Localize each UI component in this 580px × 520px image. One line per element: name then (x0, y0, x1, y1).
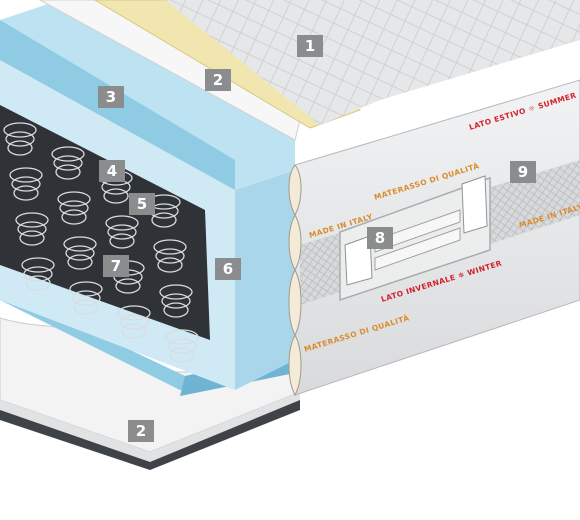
spring-coil (71, 290, 101, 306)
callout-8: 8 (367, 227, 393, 249)
spring-coil (121, 323, 147, 339)
spring-coil (165, 329, 199, 345)
spring-coil (57, 191, 91, 207)
spring-coil (105, 215, 139, 231)
upper-layers (0, 0, 580, 190)
callout-1: 1 (297, 35, 323, 57)
spring-coil (73, 299, 99, 315)
spring-coil (55, 164, 81, 180)
spring-coil (109, 233, 135, 249)
spring-coil (107, 224, 137, 240)
spring-coil (161, 293, 191, 309)
spring-coil (65, 245, 95, 261)
spring-coil (13, 185, 39, 201)
spring-coil (21, 257, 55, 273)
spring-coil (117, 305, 151, 321)
spring-coil (5, 131, 35, 147)
spring-coil (59, 200, 89, 216)
spring-coil (63, 236, 97, 252)
spring-coil (25, 275, 51, 291)
spring-coil (169, 347, 195, 363)
spring-coil (3, 122, 37, 138)
callout-3: 3 (98, 86, 124, 108)
spring-coil (15, 212, 49, 228)
spring-coil (159, 284, 193, 300)
callout-7: 7 (103, 255, 129, 277)
callout-5: 5 (129, 193, 155, 215)
spring-coil (67, 254, 93, 270)
spring-coil (155, 248, 185, 264)
spring-coil (151, 212, 177, 228)
spring-coil (19, 230, 45, 246)
spring-coil (69, 281, 103, 297)
spring-coil (153, 239, 187, 255)
callout-4: 4 (99, 160, 125, 182)
spring-coil (53, 155, 83, 171)
spring-coil (103, 188, 129, 204)
callout-9: 9 (510, 161, 536, 183)
spring-coil (157, 257, 183, 273)
callout-2-bottom: 2 (128, 420, 154, 442)
spring-coil (115, 278, 141, 294)
spring-coil (119, 314, 149, 330)
spring-coil (17, 221, 47, 237)
spring-coil (167, 338, 197, 354)
spring-coil (9, 167, 43, 183)
callout-6: 6 (215, 258, 241, 280)
spring-coil (51, 146, 85, 162)
spring-coil (163, 302, 189, 318)
spring-coil (23, 266, 53, 282)
side-panel (288, 79, 580, 397)
spring-coil (7, 140, 33, 156)
spring-coil (61, 209, 87, 225)
spring-cavity (0, 105, 210, 363)
spring-coil (11, 176, 41, 192)
callout-2-top: 2 (205, 69, 231, 91)
